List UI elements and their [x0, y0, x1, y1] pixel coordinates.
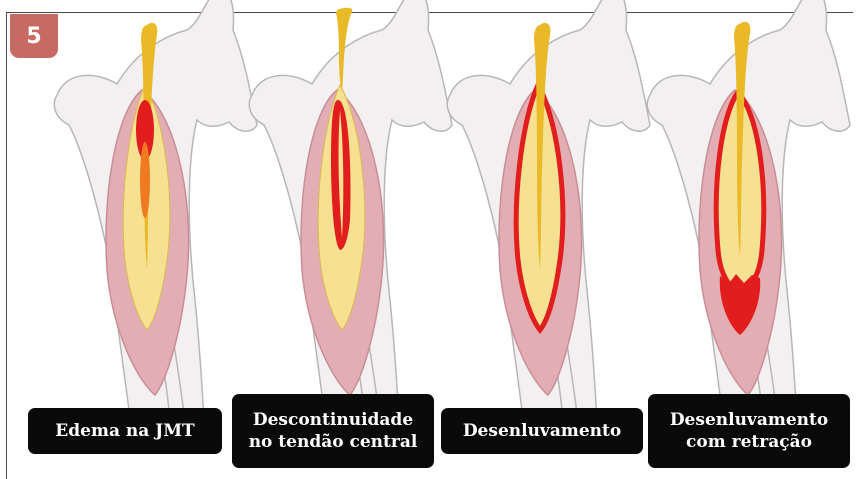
- panel-descontinuidade: [249, 0, 452, 440]
- caption-edema-jmt: Edema na JMT: [28, 408, 222, 454]
- panel-edema-jmt: [54, 0, 257, 440]
- figure-number-badge: 5: [10, 14, 58, 58]
- panel-desenluvamento: [447, 0, 650, 440]
- caption-desenluvamento-retracao: Desenluvamento com retração: [648, 394, 850, 468]
- panel-desenluvamento-retracao: [647, 0, 850, 440]
- caption-descontinuidade: Descontinuidade no tendão central: [232, 394, 434, 468]
- caption-desenluvamento: Desenluvamento: [441, 408, 643, 454]
